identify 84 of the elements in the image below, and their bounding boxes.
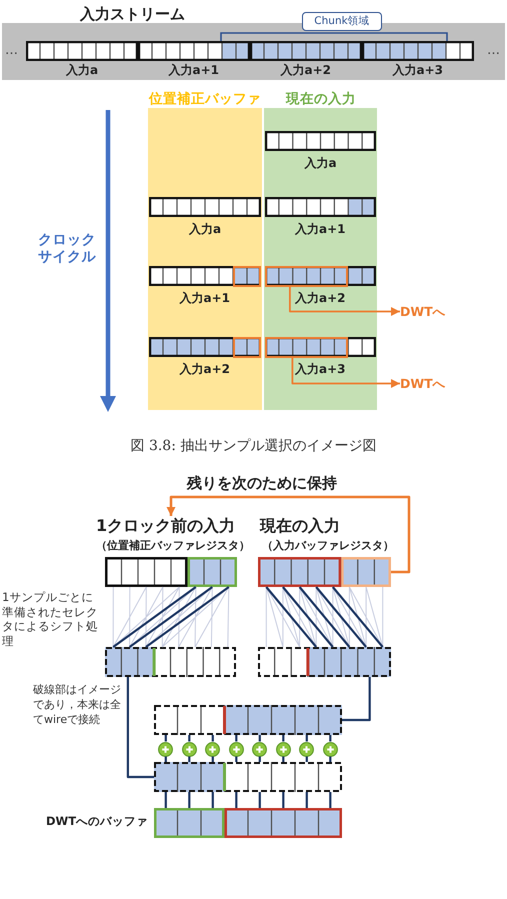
note-text: 1サンプルごとに準備されたセレクタによるシフト処理 — [2, 590, 99, 648]
register-heading: 現在の入力 — [260, 516, 340, 536]
adder-icon — [158, 742, 174, 756]
dashed-register — [154, 762, 342, 792]
wire — [235, 756, 238, 762]
wire — [329, 756, 332, 762]
register-label: 入力a+1 — [295, 222, 346, 236]
ellipsis: … — [487, 43, 500, 59]
wire — [282, 756, 284, 762]
selector-wiring — [112, 586, 230, 648]
adder-icon — [252, 742, 268, 756]
wire — [188, 792, 190, 808]
register-label: 入力a — [189, 222, 222, 236]
wire — [164, 792, 167, 808]
arrow — [166, 496, 410, 574]
register-label: 入力a+2 — [180, 362, 230, 376]
wire — [164, 756, 167, 762]
adder-icon — [276, 742, 291, 756]
arrow — [289, 287, 400, 316]
register-label: 入力a+1 — [180, 291, 230, 306]
wire — [258, 792, 261, 808]
wire — [188, 756, 190, 762]
adder-icon — [182, 742, 197, 756]
wire — [188, 735, 190, 742]
register-subheading: （位置補正バッファレジスタ） — [96, 539, 250, 552]
wire — [258, 735, 261, 742]
dashed-register — [258, 647, 391, 677]
wire — [329, 792, 332, 808]
wire — [265, 586, 318, 648]
wire — [212, 735, 214, 742]
destination-label: DWTへ — [400, 376, 446, 391]
wire — [332, 586, 384, 648]
wire — [282, 735, 284, 742]
wire — [306, 756, 308, 762]
wire — [112, 586, 196, 648]
register-label: 入力a+1 — [168, 63, 220, 78]
register-label: 入力a — [66, 63, 98, 78]
selection-frame — [233, 266, 261, 287]
register-subheading: （入力バッファレジスタ） — [262, 539, 394, 552]
wire — [212, 756, 214, 762]
adder-icon — [322, 742, 338, 756]
stream-heading: 入力ストリーム — [80, 5, 185, 23]
wire — [342, 677, 371, 722]
register-label: 入力a+2 — [295, 291, 346, 306]
wire — [258, 756, 261, 762]
wire — [306, 735, 308, 742]
selection-frame — [233, 337, 261, 358]
selector-wiring — [266, 586, 384, 648]
wire — [298, 586, 350, 648]
axis-label: クロックサイクル — [38, 232, 97, 266]
adder-icon — [205, 742, 220, 756]
figure-caption: 図 3.8: 抽出サンプル選択のイメージ図 — [130, 438, 376, 455]
ellipsis: … — [5, 43, 18, 59]
wire — [145, 586, 230, 648]
panel-heading: 現在の入力 — [286, 91, 356, 108]
edge-label: 残りを次のために保持 — [185, 474, 339, 492]
note-text: 破線部はイメージであり，本来は全てwireで接続 — [33, 682, 122, 727]
register-heading: 1クロック前の入力 — [96, 516, 236, 536]
wire — [128, 586, 213, 648]
dashed-register — [154, 705, 342, 735]
arrow — [292, 358, 400, 388]
register-label: 入力a — [304, 156, 337, 170]
register-label: DWTへのバッファ — [46, 815, 148, 829]
adder-icon — [228, 742, 244, 756]
adder-icon — [299, 742, 314, 756]
wire — [235, 735, 238, 742]
register-label: 入力a+3 — [392, 63, 444, 78]
wire — [282, 586, 334, 648]
wire — [329, 735, 332, 742]
wire — [164, 735, 167, 742]
panel-heading: 位置補正バッファ — [149, 91, 261, 108]
destination-label: DWTへ — [400, 304, 446, 319]
wire — [282, 792, 284, 808]
wire — [212, 792, 214, 808]
register-label: 入力a+3 — [295, 362, 346, 376]
wire — [306, 792, 308, 808]
region-tag: Chunk領域 — [302, 12, 382, 31]
wire — [235, 792, 238, 808]
dashed-register — [105, 647, 236, 677]
selection-frame — [265, 337, 348, 358]
wire — [126, 677, 154, 778]
register-label: 入力a+2 — [280, 63, 332, 78]
selection-frame — [265, 266, 348, 287]
wire — [315, 586, 367, 648]
